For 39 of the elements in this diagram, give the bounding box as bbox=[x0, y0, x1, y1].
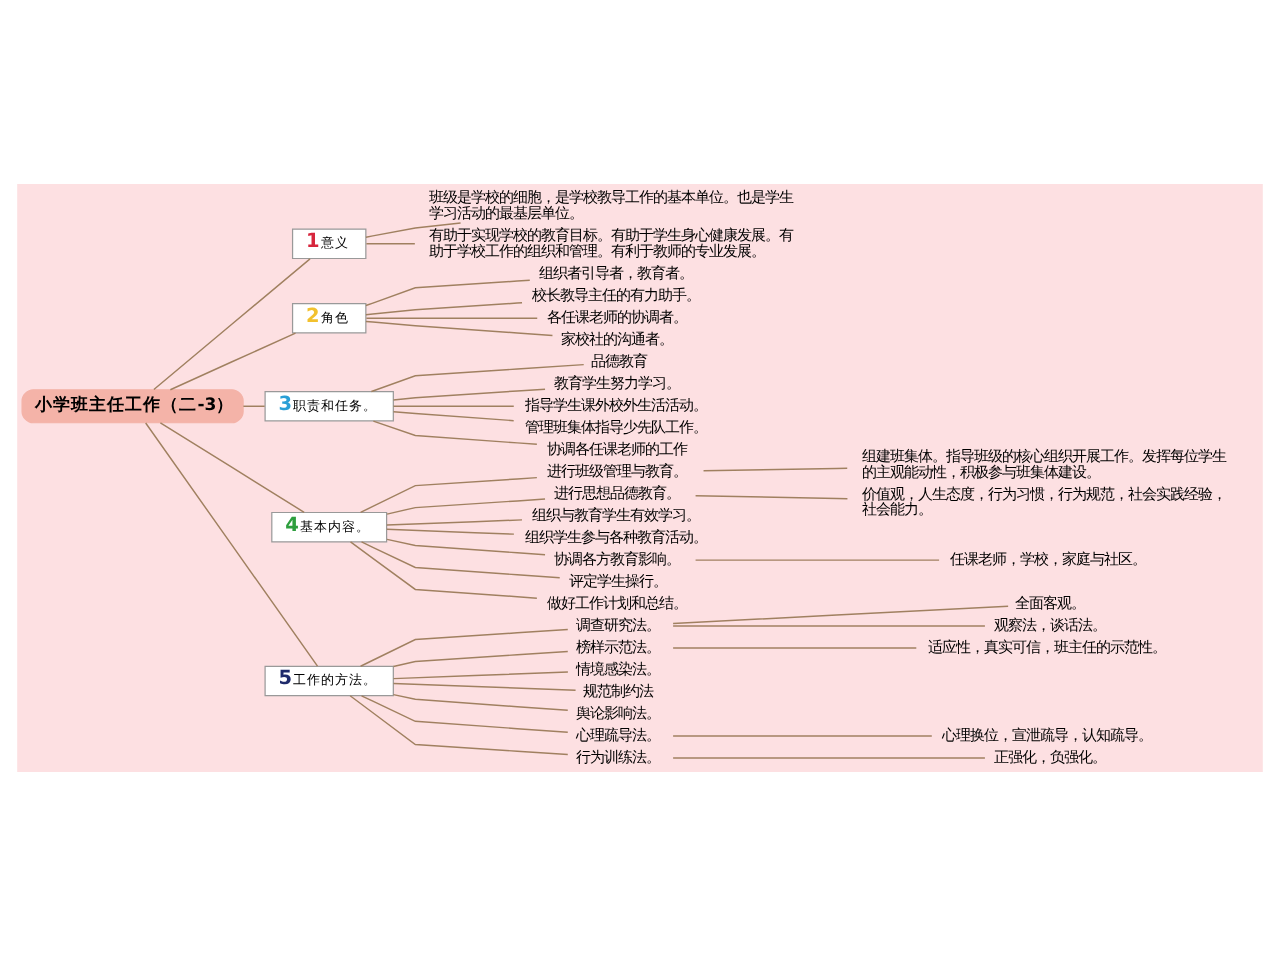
connector bbox=[365, 279, 531, 307]
connector bbox=[365, 302, 523, 316]
connector bbox=[365, 243, 416, 245]
connector bbox=[386, 538, 546, 556]
connector bbox=[359, 628, 569, 667]
connector bbox=[672, 757, 986, 759]
connector bbox=[360, 541, 561, 579]
connector bbox=[365, 317, 538, 320]
connector bbox=[349, 695, 569, 756]
connector bbox=[392, 650, 569, 668]
connector bbox=[392, 410, 515, 422]
connector bbox=[386, 528, 515, 535]
connector bbox=[672, 647, 918, 649]
connector bbox=[372, 420, 538, 446]
connector bbox=[359, 476, 538, 514]
node-box: 小学班主任工作（二-3） bbox=[21, 389, 244, 424]
connector bbox=[694, 559, 940, 561]
connector bbox=[392, 693, 569, 712]
connector bbox=[392, 405, 515, 407]
connector bbox=[672, 605, 1009, 625]
connector bbox=[392, 388, 546, 401]
connector bbox=[169, 332, 297, 391]
connector bbox=[365, 222, 462, 238]
connector bbox=[702, 467, 848, 472]
connector bbox=[672, 735, 933, 737]
connector bbox=[370, 363, 585, 393]
connector bbox=[159, 422, 305, 514]
connector bbox=[153, 258, 311, 391]
connector bbox=[365, 320, 554, 337]
connector bbox=[349, 541, 538, 599]
connector bbox=[386, 498, 546, 515]
connector bbox=[386, 519, 523, 526]
connector bbox=[144, 422, 319, 667]
connector bbox=[360, 695, 569, 733]
connector bbox=[242, 405, 266, 407]
connector bbox=[672, 625, 986, 627]
connector bbox=[392, 682, 577, 692]
connector bbox=[392, 671, 569, 680]
connector bbox=[694, 494, 849, 500]
